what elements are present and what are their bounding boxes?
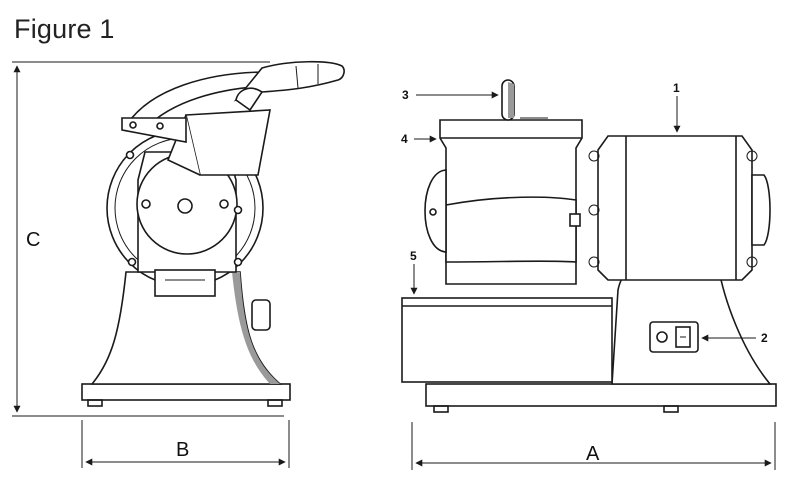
side-view	[401, 79, 777, 413]
collection-tray	[401, 297, 613, 383]
motor-end-cap	[751, 174, 771, 246]
side-base-plate	[425, 383, 777, 407]
figure-title: Figure 1	[14, 14, 115, 44]
front-view	[81, 60, 345, 407]
callout-label-4: 4	[401, 132, 408, 146]
dimension-c	[12, 61, 284, 417]
callout-label-3: 3	[402, 88, 409, 102]
dimension-label-a: A	[586, 443, 600, 465]
front-foot-left	[87, 399, 103, 407]
front-lever-bracket	[121, 117, 187, 143]
power-switch-on	[656, 331, 668, 343]
front-side-knob	[251, 299, 271, 331]
dimension-label-c: C	[26, 229, 40, 251]
callout-label-2: 2	[761, 331, 768, 345]
front-hopper	[185, 109, 271, 176]
dimension-a	[411, 422, 776, 470]
front-center-hub	[177, 198, 193, 214]
front-handle-grip	[233, 60, 345, 102]
callout-label-1: 1	[673, 81, 680, 95]
dimension-label-b: B	[176, 439, 189, 461]
motor-housing	[597, 135, 753, 281]
dimension-b	[81, 420, 290, 468]
front-foot-right	[267, 399, 283, 407]
front-bottom-bracket	[154, 269, 216, 297]
side-foot-right	[663, 405, 679, 413]
side-foot-left	[433, 405, 449, 413]
front-base-plate	[81, 383, 291, 401]
callout-label-5: 5	[410, 249, 417, 263]
